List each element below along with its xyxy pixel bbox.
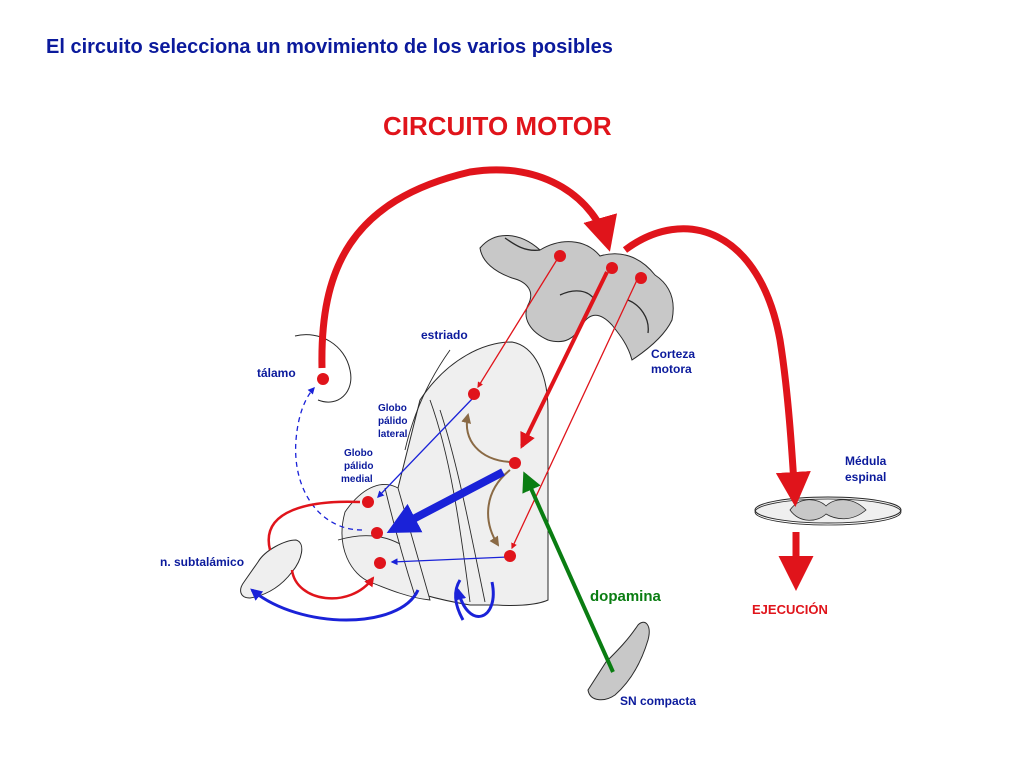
- gpm-neuron-1: [362, 496, 374, 508]
- gpm-to-thalamus-dashed-arrow: [295, 386, 363, 531]
- direct-pathway-arrow: [386, 468, 505, 533]
- gpm-to-stn-loop: [267, 500, 361, 551]
- label-subtalamico: n. subtalámico: [160, 555, 244, 569]
- label-ejecucion: EJECUCIÓN: [752, 602, 828, 617]
- globus-pallidus-shape: [337, 484, 431, 601]
- label-dopamina: dopamina: [590, 588, 661, 605]
- striatum-shape: [389, 341, 549, 606]
- cortex-to-striatum-arrow-2: [520, 271, 609, 449]
- label-corteza-line2: motora: [651, 362, 692, 376]
- sn-compacta-shape: [587, 621, 650, 701]
- label-medula-line1: Médula: [845, 454, 887, 468]
- indirect-pathway-arrow: [390, 556, 509, 566]
- striatum-to-gpm-arrow: [377, 397, 474, 499]
- subthalamic-nucleus-shape: [240, 539, 303, 599]
- label-gp-lateral-line3: lateral: [378, 429, 408, 440]
- striatum-neuron-3: [504, 550, 516, 562]
- label-corteza-line1: Corteza: [651, 347, 695, 361]
- label-medula-line2: espinal: [845, 470, 886, 484]
- thalamus-neuron: [317, 373, 329, 385]
- label-gp-medial-line2: pálido: [344, 461, 373, 472]
- label-gp-lateral-line2: pálido: [378, 416, 407, 427]
- striatal-loop-arrow-1: [461, 413, 511, 463]
- diagram-title: CIRCUITO MOTOR: [383, 111, 612, 141]
- striatum-loop-arrow-right: [454, 579, 465, 621]
- label-estriado: estriado: [421, 328, 468, 342]
- spinal-cord-shape: [754, 496, 902, 526]
- motor-cortex-shape: [479, 235, 674, 361]
- label-sn-compacta: SN compacta: [620, 694, 696, 708]
- gpm-neuron-2: [371, 527, 383, 539]
- stn-to-gpm-arrow: [290, 569, 375, 600]
- cortex-to-striatum-arrow-1: [477, 257, 559, 389]
- label-talamo: tálamo: [257, 366, 296, 380]
- cortex-neuron-1: [554, 250, 566, 262]
- label-gp-lateral-line1: Globo: [378, 403, 407, 414]
- neuron-dots: [317, 250, 647, 569]
- cortex-neuron-2: [606, 262, 618, 274]
- cortex-to-striatum-arrow-3: [511, 279, 638, 550]
- label-gp-medial-line3: medial: [341, 474, 373, 485]
- cortex-neuron-3: [635, 272, 647, 284]
- page-heading: El circuito selecciona un movimiento de …: [46, 36, 613, 58]
- label-gp-medial-line1: Globo: [344, 448, 373, 459]
- thalamus-shape: [294, 334, 352, 403]
- corticospinal-arrow: [622, 225, 811, 507]
- striatum-neuron-1: [468, 388, 480, 400]
- thalamocortical-arrow: [318, 166, 618, 369]
- striatum-loop-arrow-left: [454, 581, 495, 618]
- dopamine-arrow: [522, 471, 615, 673]
- gpl-neuron: [374, 557, 386, 569]
- striatum-neuron-2: [509, 457, 521, 469]
- gpl-to-stn-arrow: [250, 588, 420, 622]
